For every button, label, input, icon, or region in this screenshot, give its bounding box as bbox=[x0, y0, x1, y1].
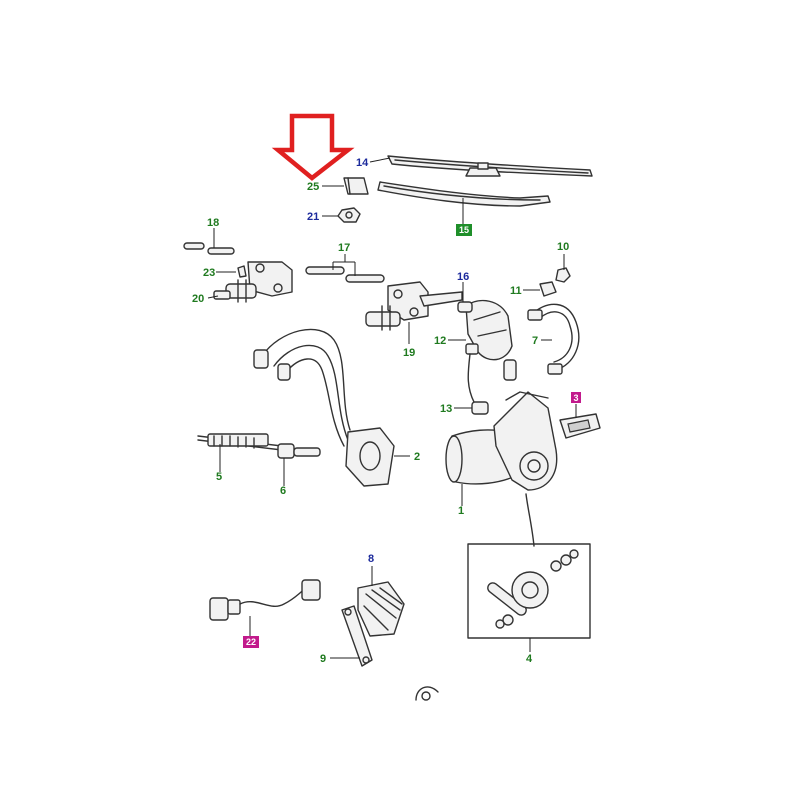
spindle-nut bbox=[337, 207, 361, 223]
callout-16: 16 bbox=[457, 271, 469, 283]
drive-cable bbox=[197, 433, 283, 451]
callout-21: 21 bbox=[307, 211, 319, 223]
callout-5: 5 bbox=[216, 471, 222, 483]
callout-9: 9 bbox=[320, 653, 326, 665]
mounting-bolt bbox=[555, 267, 571, 283]
callout-19: 19 bbox=[403, 347, 415, 359]
callout-15: 15 bbox=[456, 224, 472, 236]
rubber-pad bbox=[559, 413, 601, 439]
callout-1: 1 bbox=[458, 505, 464, 517]
callout-20: 20 bbox=[192, 293, 204, 305]
callout-17: 17 bbox=[338, 242, 350, 254]
left-pivot-bracket bbox=[213, 261, 293, 303]
callout-11: 11 bbox=[510, 285, 522, 297]
motor-connector bbox=[465, 343, 479, 403]
callout-7: 7 bbox=[532, 335, 538, 347]
retaining-clip bbox=[237, 265, 247, 278]
callout-22: 22 bbox=[243, 636, 259, 648]
wiring-harness bbox=[209, 579, 321, 621]
gear-kit bbox=[467, 543, 591, 639]
linkage-rods bbox=[305, 266, 385, 283]
svg-text:3: 3 bbox=[573, 393, 578, 403]
highlight-arrow-icon bbox=[271, 113, 355, 181]
callout-12: 12 bbox=[434, 335, 446, 347]
partial-part bbox=[415, 686, 439, 701]
svg-text:22: 22 bbox=[246, 637, 256, 647]
right-pivot-bracket bbox=[365, 281, 463, 331]
callout-6: 6 bbox=[280, 485, 286, 497]
callout-8: 8 bbox=[368, 553, 374, 565]
callout-13: 13 bbox=[440, 403, 452, 415]
svg-text:15: 15 bbox=[459, 225, 469, 235]
wiper-motor bbox=[445, 391, 558, 547]
callout-18: 18 bbox=[207, 217, 219, 229]
arm-clip bbox=[343, 177, 369, 195]
wiper-arm bbox=[377, 181, 551, 207]
cable-clip bbox=[471, 401, 489, 415]
leader-lines bbox=[207, 157, 577, 659]
callout-2: 2 bbox=[414, 451, 420, 463]
pivot-pin bbox=[183, 242, 235, 255]
callout-14: 14 bbox=[356, 157, 369, 169]
strap-bolt bbox=[539, 281, 557, 297]
callouts: 1 2 3 4 5 6 7 8 9 10 11 12 13 14 15 16 1… bbox=[192, 157, 581, 665]
cable-end-fitting bbox=[277, 443, 321, 459]
callout-25: 25 bbox=[307, 181, 319, 193]
motor-crank-housing bbox=[457, 299, 517, 381]
callout-23: 23 bbox=[203, 267, 215, 279]
callout-10: 10 bbox=[557, 241, 569, 253]
motor-strap bbox=[527, 303, 580, 375]
wiper-blade bbox=[387, 155, 593, 177]
callout-3: 3 bbox=[571, 392, 581, 403]
cover-plate bbox=[357, 581, 405, 637]
callout-4: 4 bbox=[526, 653, 533, 665]
strap-link bbox=[341, 605, 373, 667]
cable-assembly bbox=[253, 328, 395, 487]
